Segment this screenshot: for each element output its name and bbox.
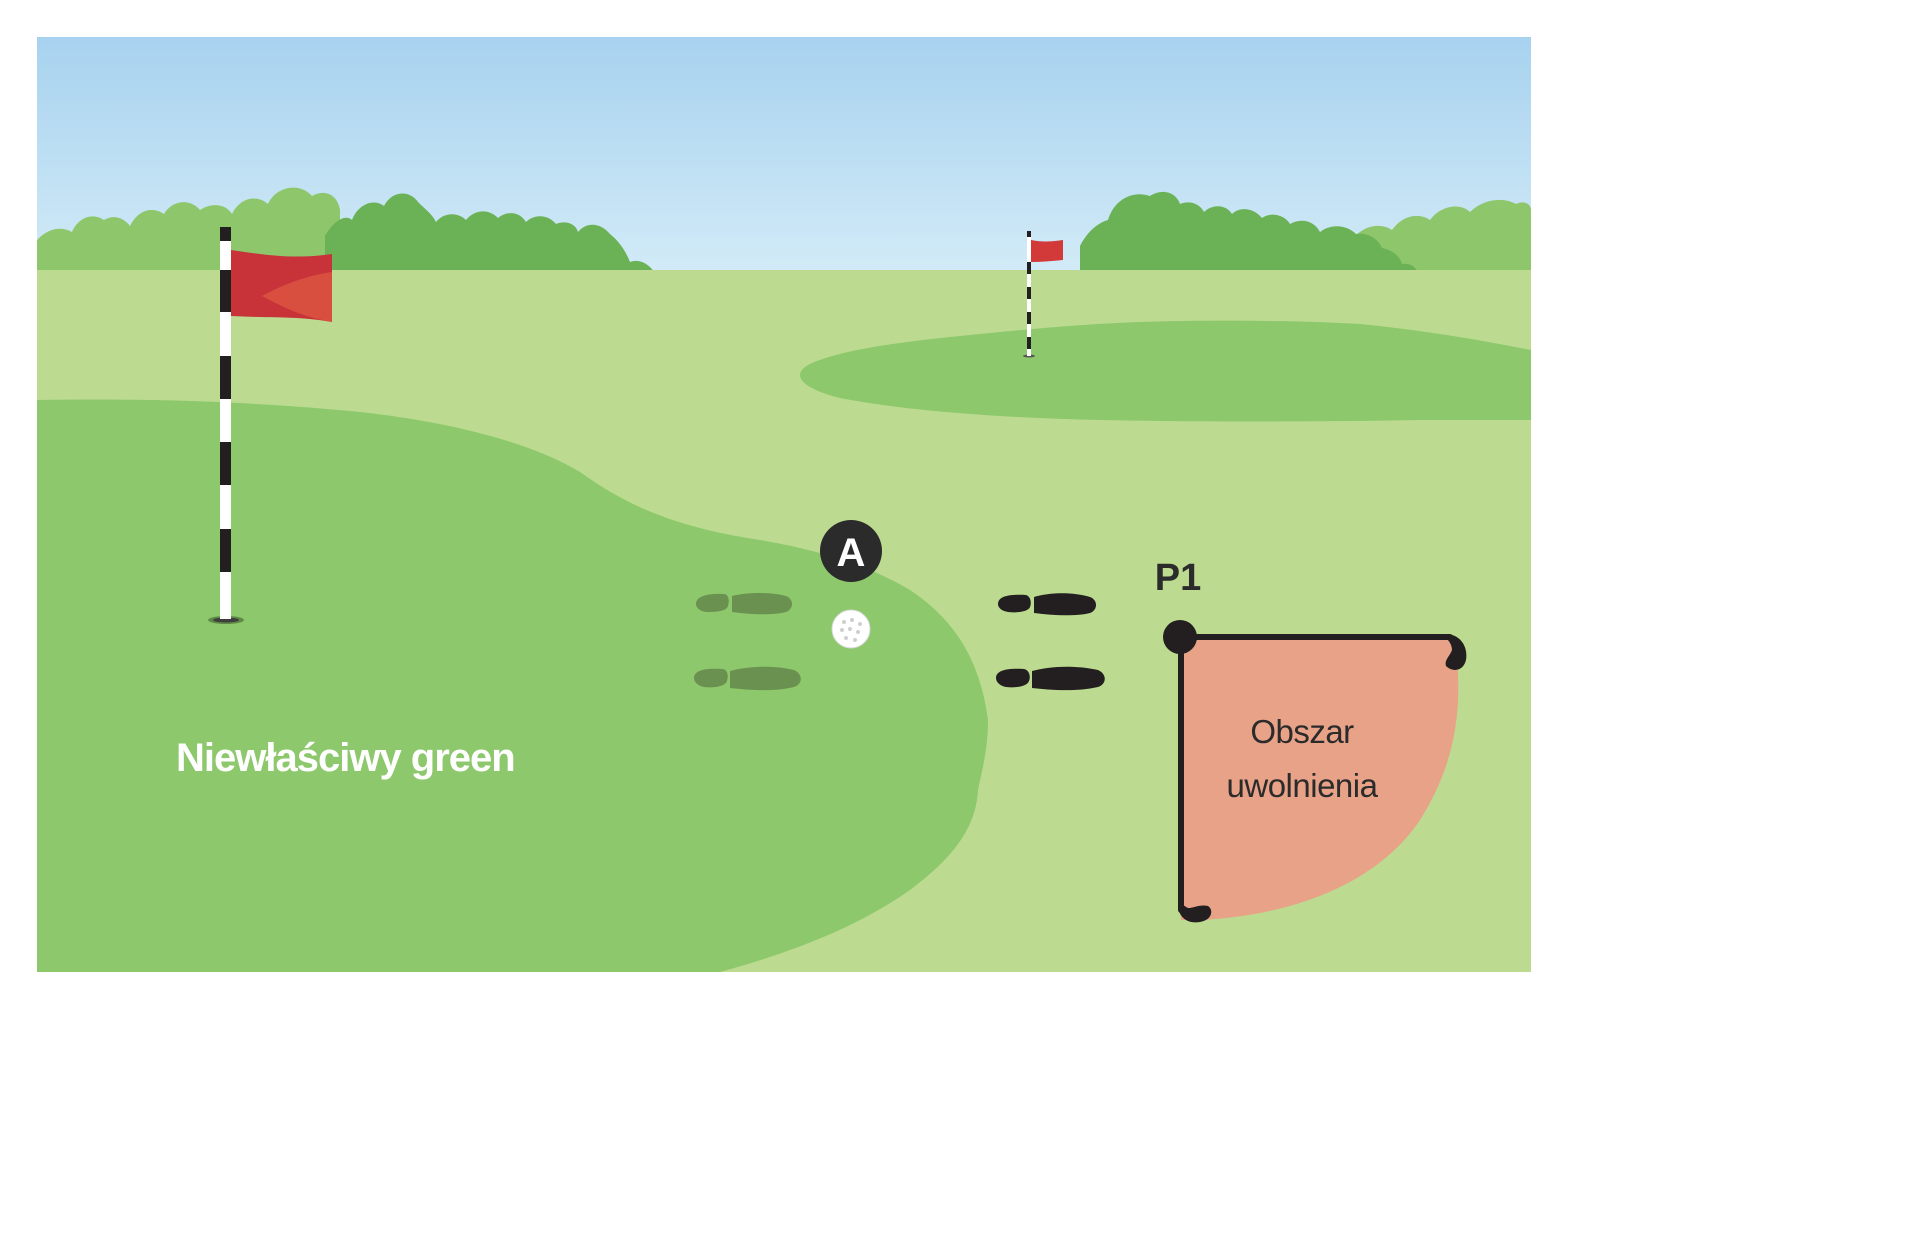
- footprint-icon: [696, 593, 792, 615]
- point-p1: P1: [1155, 557, 1201, 654]
- marker-a: A: [820, 520, 882, 582]
- wrong-green: [37, 399, 988, 972]
- marker-a-label: A: [837, 531, 866, 575]
- relief-area-label-line2: uwolnienia: [1227, 767, 1379, 804]
- tree-line-left: [37, 187, 660, 282]
- footprints-off-green: [996, 593, 1105, 691]
- relief-area-label-line1: Obszar: [1250, 713, 1354, 750]
- golf-course-scene: A Obszar uwolnienia P1 Niewła: [37, 37, 1531, 972]
- footprint-icon: [694, 666, 801, 691]
- relief-area: Obszar uwolnienia: [1178, 634, 1467, 923]
- near-flagstick: [208, 227, 332, 624]
- footprints-on-green: [694, 593, 801, 691]
- p1-dot: [1163, 620, 1197, 654]
- far-flagstick: [1023, 231, 1063, 358]
- far-flag-icon: [1031, 240, 1063, 262]
- far-green: [800, 320, 1531, 422]
- p1-label: P1: [1155, 557, 1201, 599]
- tree-line-right: [1080, 191, 1531, 283]
- footprint-icon: [996, 666, 1105, 691]
- footprint-icon: [998, 593, 1096, 616]
- wrong-green-label: Niewłaściwy green: [176, 736, 515, 780]
- golf-ball-icon: [831, 609, 871, 649]
